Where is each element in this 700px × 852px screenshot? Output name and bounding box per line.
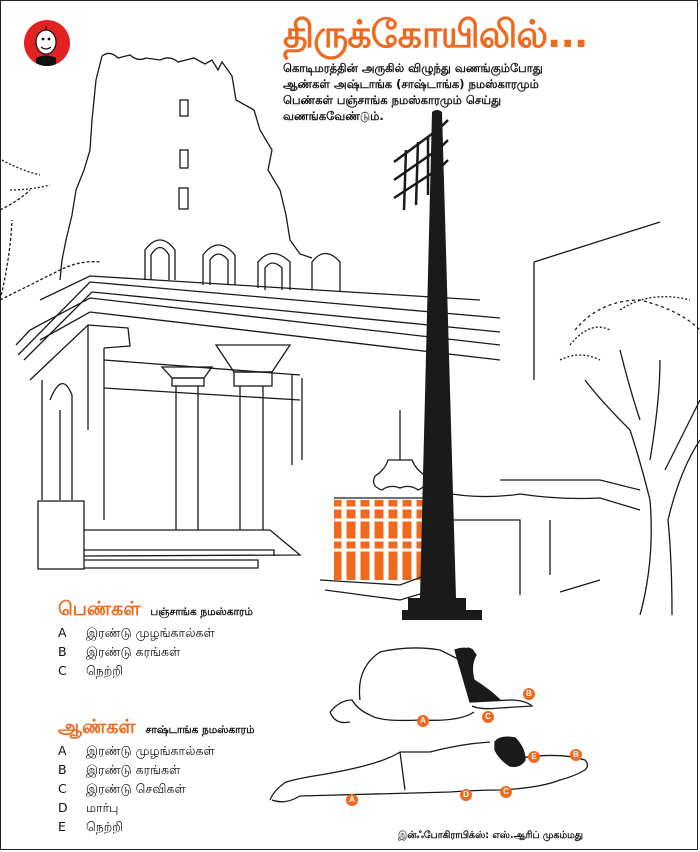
part-label: நெற்றி <box>86 819 124 834</box>
part-row: A இரண்டு முழங்கால்கள் <box>58 623 253 642</box>
woman-prostrating-figure <box>329 647 534 724</box>
part-label: மார்பு <box>86 800 119 815</box>
flagpole-kodimaram <box>393 110 482 620</box>
woman-marker-b: B <box>523 688 535 700</box>
tree-right <box>559 296 700 616</box>
man-marker-b: B <box>570 749 582 761</box>
intro-line: கொடிமரத்தின் அருகில் விழுந்து வணங்கும்போ… <box>283 61 543 75</box>
part-letter: B <box>58 644 67 659</box>
part-row: B இரண்டு கரங்கள் <box>58 760 255 779</box>
women-subtitle: பஞ்சாங்க நமஸ்காரம் <box>150 606 253 618</box>
man-marker-e: E <box>528 751 540 763</box>
part-row: E நெற்றி <box>58 817 255 836</box>
part-letter: B <box>58 762 67 777</box>
part-letter: A <box>58 625 67 640</box>
credit-line: இன்ஃபோகிராபிக்ஸ்: எஸ்.ஆரிப் முகம்மது <box>398 830 583 841</box>
part-row: A இரண்டு முழங்கால்கள் <box>58 741 255 760</box>
roof-arches <box>144 239 341 292</box>
woman-marker-a: A <box>417 715 429 727</box>
part-label: இரண்டு முழங்கால்கள் <box>86 743 215 758</box>
temple-gopuram <box>59 52 313 281</box>
men-subtitle: சாஷ்டாங்க நமஸ்காரம் <box>145 724 255 736</box>
tree-left <box>0 159 101 301</box>
part-label: இரண்டு செவிகள் <box>86 781 186 796</box>
women-title: பெண்கள் <box>58 598 141 620</box>
balipeetam-altar <box>319 410 451 601</box>
man-marker-a: A <box>346 794 358 806</box>
page-title: திருக்கோயிலில்... <box>283 12 588 56</box>
mascot-face-icon <box>35 26 57 66</box>
part-row: D மார்பு <box>58 798 255 817</box>
men-namaskaram-section: ஆண்கள் சாஷ்டாங்க நமஸ்காரம் A இரண்டு முழங்… <box>58 716 255 836</box>
women-namaskaram-section: பெண்கள் பஞ்சாங்க நமஸ்காரம் A இரண்டு முழங்… <box>58 598 253 680</box>
woman-marker-c: C <box>482 711 494 723</box>
part-label: நெற்றி <box>86 663 124 678</box>
man-marker-d: D <box>460 789 472 801</box>
part-row: C நெற்றி <box>58 661 253 680</box>
intro-line: ஆண்கள் அஷ்டாங்க (சாஷ்டாங்க) நமஸ்காரமும் <box>283 77 539 91</box>
part-letter: D <box>58 800 68 815</box>
man-marker-c: C <box>500 786 512 798</box>
part-letter: C <box>58 781 67 796</box>
part-row: C இரண்டு செவிகள் <box>58 779 255 798</box>
part-label: இரண்டு முழங்கால்கள் <box>86 625 215 640</box>
part-letter: E <box>58 819 66 834</box>
part-letter: C <box>58 663 67 678</box>
part-row: B இரண்டு கரங்கள் <box>58 642 253 661</box>
part-label: இரண்டு கரங்கள் <box>86 644 181 659</box>
intro-line: பெண்கள் பஞ்சாங்க நமஸ்காரமும் செய்து <box>283 93 502 107</box>
man-prostrating-figure <box>269 736 589 803</box>
intro-line: வணங்கவேண்டும். <box>283 109 384 123</box>
back-wall <box>420 221 661 595</box>
part-letter: A <box>58 743 67 758</box>
men-title: ஆண்கள் <box>58 716 136 738</box>
intro-text: கொடிமரத்தின் அருகில் விழுந்து வணங்கும்போ… <box>283 60 603 124</box>
brand-logo <box>24 20 70 66</box>
temple-mandapam <box>15 275 501 570</box>
part-label: இரண்டு கரங்கள் <box>86 762 181 777</box>
